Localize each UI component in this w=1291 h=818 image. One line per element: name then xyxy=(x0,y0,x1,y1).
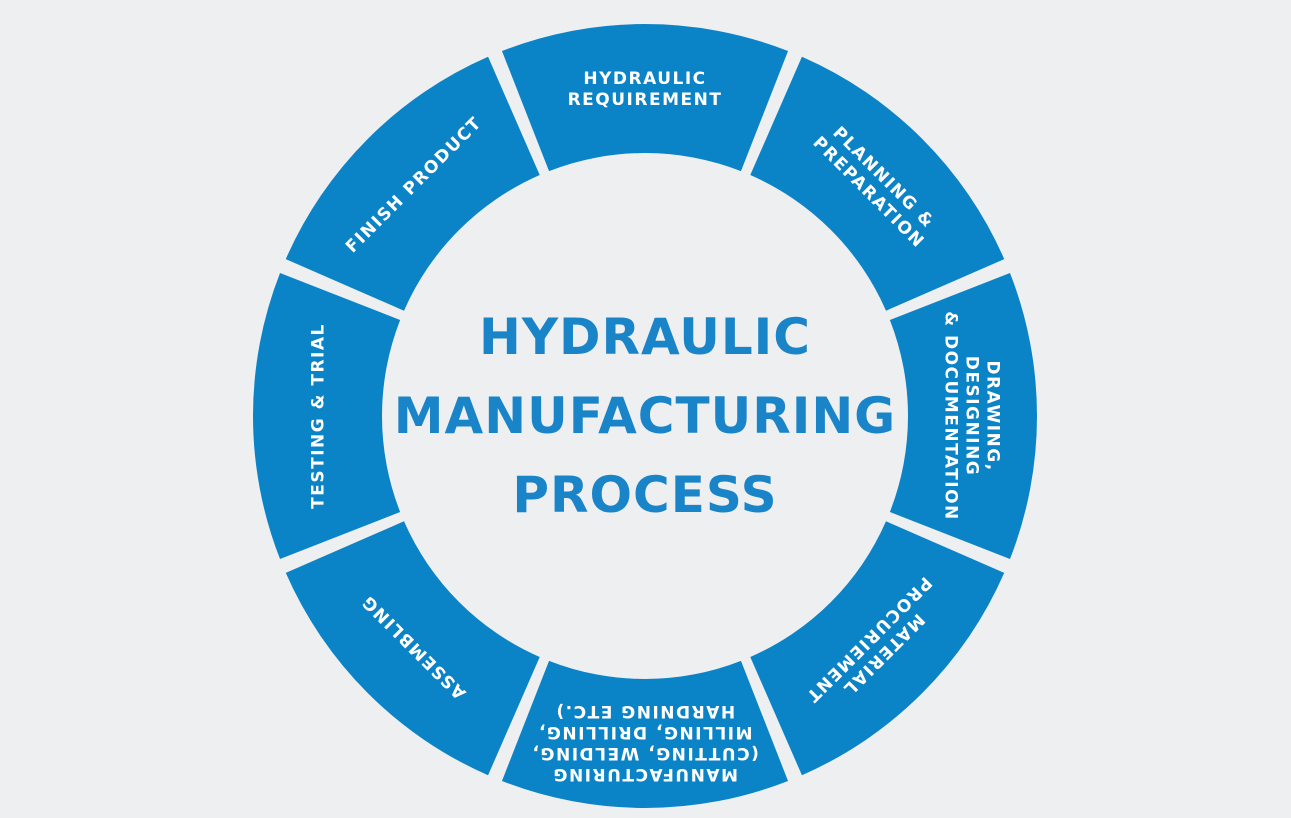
segment-label-testing-trial: TESTING & TRIAL xyxy=(309,323,329,509)
segment-label-manufacturing-line-4: HARDNING ETC.) xyxy=(555,701,735,721)
segment-label-testing-trial-line-1: TESTING & TRIAL xyxy=(309,323,329,509)
segment-label-hydraulic-requirement-line-1: HYDRAULIC xyxy=(583,69,706,89)
segment-label-drawing-designing-documentation-line-1: DRAWING, xyxy=(983,360,1003,471)
segment-label-manufacturing-line-3: MILLING, DRILLING, xyxy=(538,722,753,742)
segment-manufacturing xyxy=(501,660,789,808)
segment-label-manufacturing: MANUFACTURING(CUTTING, WELDING,MILLING, … xyxy=(531,701,759,784)
ring-segments xyxy=(252,23,1037,808)
segment-testing-trial xyxy=(252,272,401,560)
segment-label-drawing-designing-documentation-line-2: DESIGNING xyxy=(962,356,982,476)
segment-material-procurement xyxy=(750,521,1005,776)
segment-label-drawing-designing-documentation: DRAWING,DESIGNING& DOCUMENTATION xyxy=(941,311,1003,521)
segment-label-drawing-designing-documentation-line-3: & DOCUMENTATION xyxy=(941,311,961,521)
segment-label-manufacturing-line-2: (CUTTING, WELDING, xyxy=(531,743,759,763)
center-title-line-2: MANUFACTURING xyxy=(394,387,896,445)
center-title-line-1: HYDRAULIC xyxy=(479,308,811,366)
center-title-line-3: PROCESS xyxy=(512,466,777,524)
segment-hydraulic-requirement xyxy=(501,23,789,172)
segment-finish-product xyxy=(285,56,540,311)
segment-assembling xyxy=(285,521,540,776)
segment-label-manufacturing-line-1: MANUFACTURING xyxy=(552,764,738,784)
segment-planning-preparation xyxy=(750,56,1005,311)
segment-drawing-designing-documentation xyxy=(889,272,1037,560)
segment-label-hydraulic-requirement-line-2: REQUIREMENT xyxy=(568,90,723,110)
